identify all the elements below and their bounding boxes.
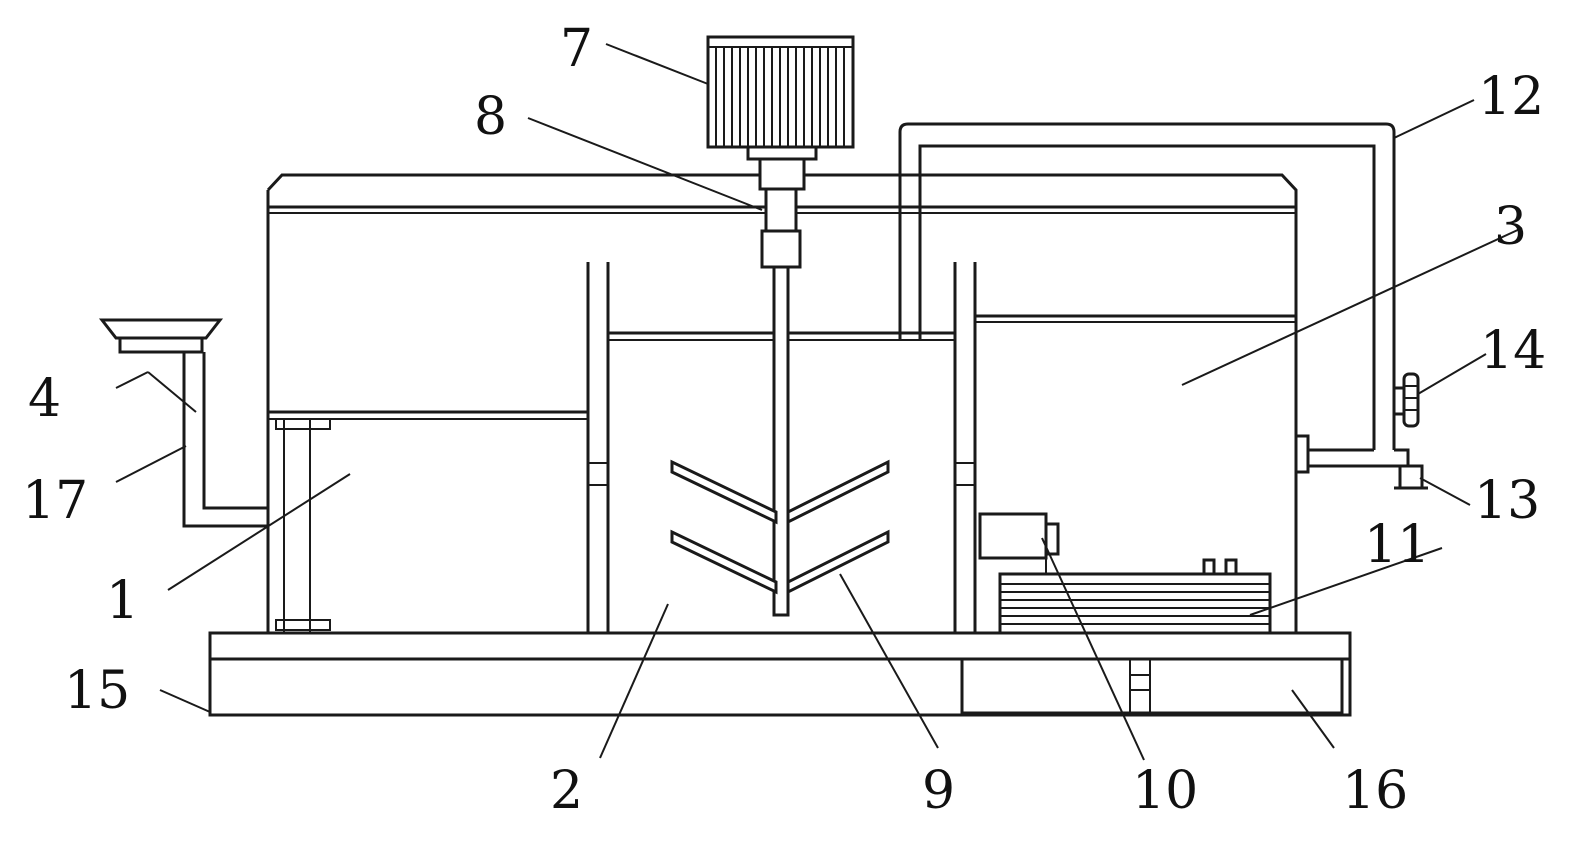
- label-9: 9: [922, 761, 955, 821]
- label-10: 10: [1132, 761, 1198, 821]
- label-4: 4: [28, 369, 61, 429]
- base-plate: [208, 631, 1352, 717]
- right-chamber: [975, 314, 1296, 323]
- label-12: 12: [1478, 67, 1544, 127]
- leader-lines: [115, 43, 1523, 761]
- hatched-block: [978, 512, 1060, 560]
- middle-chamber: [586, 262, 977, 633]
- coil-stack: [998, 558, 1272, 635]
- label-17: 17: [22, 471, 88, 531]
- left-chamber: [268, 410, 588, 634]
- inlet-funnel: [98, 318, 224, 354]
- shaft: [760, 187, 802, 617]
- label-1: 1: [106, 571, 139, 631]
- label-11: 11: [1364, 515, 1430, 575]
- label-16: 16: [1342, 761, 1408, 821]
- label-13: 13: [1474, 471, 1540, 531]
- label-15: 15: [64, 661, 130, 721]
- label-2: 2: [550, 761, 583, 821]
- stirring-blades: [670, 459, 890, 595]
- knob: [1392, 372, 1420, 428]
- label-7: 7: [560, 19, 593, 79]
- label-3: 3: [1494, 197, 1527, 257]
- label-8: 8: [474, 87, 507, 147]
- outlet-pipe: [1294, 434, 1428, 490]
- label-14: 14: [1480, 321, 1546, 381]
- return-pipe: [898, 122, 1396, 450]
- inlet-pipe: [182, 352, 268, 528]
- part-labels: 7 8 12 3 14 13 11 4 17 1 15 2 9 10 16: [22, 19, 1546, 821]
- motor: [706, 35, 855, 191]
